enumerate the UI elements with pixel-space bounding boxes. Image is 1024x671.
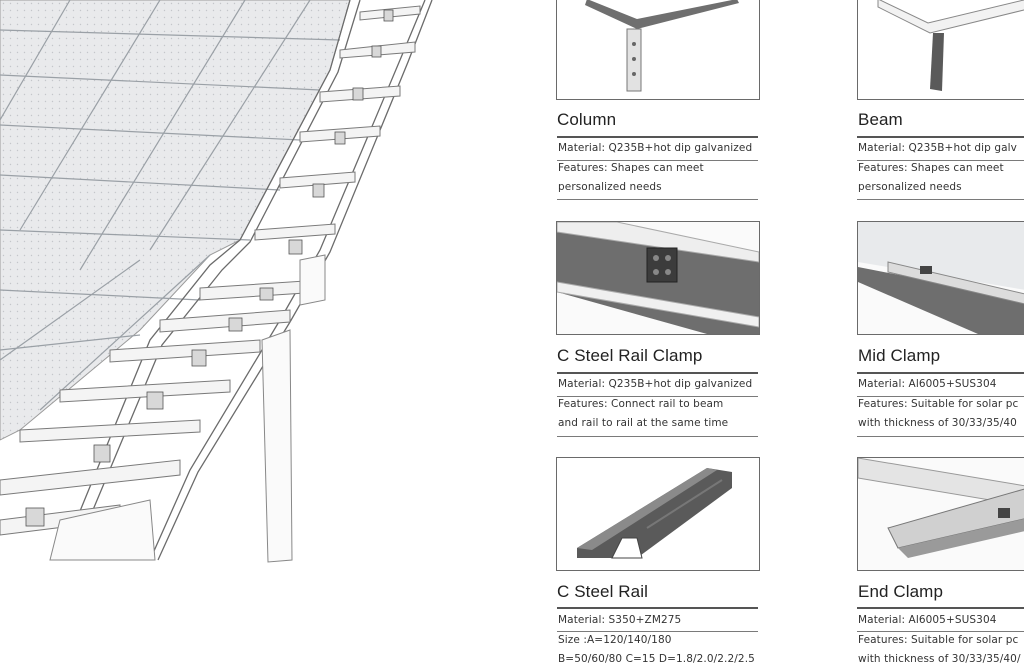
product-title: Column: [557, 110, 617, 129]
product-title: Beam: [858, 110, 903, 129]
column-image: [556, 0, 760, 100]
divider: [857, 436, 1024, 437]
spec-line: with thickness of 30/33/35/40: [858, 417, 1017, 429]
divider: [557, 396, 758, 397]
spec-line: personalized needs: [558, 181, 662, 193]
spec-line: Material: Q235B+hot dip galvanized: [558, 142, 753, 154]
divider: [557, 160, 758, 161]
beam-image: [857, 0, 1024, 100]
divider: [857, 372, 1024, 374]
c-steel-rail-image: [556, 457, 760, 571]
spec-line: Features: Shapes can meet: [858, 162, 1004, 174]
divider: [857, 631, 1024, 632]
spec-line: Material: Q235B+hot dip galvanized: [558, 378, 753, 390]
mid-clamp-image: [857, 221, 1024, 335]
beam-text-clip: Beam Material: Q235B+hot dip galv Featur…: [857, 100, 1024, 205]
spec-line: Features: Connect rail to beam: [558, 398, 724, 410]
divider: [557, 372, 758, 374]
spec-line: and rail to rail at the same time: [558, 417, 729, 429]
spec-line: Material: S350+ZM275: [558, 614, 682, 626]
divider: [857, 607, 1024, 609]
c-steel-rail-clamp-image: [556, 221, 760, 335]
divider: [857, 396, 1024, 397]
solar-carport-illustration: [0, 0, 433, 563]
spec-line: B=50/60/80 C=15 D=1.8/2.0/2.2/2.5: [558, 653, 755, 665]
divider: [557, 436, 758, 437]
divider: [557, 631, 758, 632]
product-title: C Steel Rail Clamp: [557, 346, 703, 365]
product-title: End Clamp: [858, 582, 943, 601]
spec-line: Material: Al6005+SUS304: [858, 614, 997, 626]
divider: [857, 136, 1024, 138]
divider: [557, 199, 758, 200]
end-clamp-text-clip: End Clamp Material: Al6005+SUS304 Featur…: [857, 572, 1024, 671]
product-title: C Steel Rail: [557, 582, 648, 601]
divider: [557, 607, 758, 609]
spec-line: with thickness of 30/33/35/40/: [858, 653, 1021, 665]
product-title: Mid Clamp: [858, 346, 941, 365]
divider: [857, 160, 1024, 161]
divider: [557, 136, 758, 138]
spec-line: Material: Al6005+SUS304: [858, 378, 997, 390]
spec-line: Material: Q235B+hot dip galv: [858, 142, 1017, 154]
spec-line: Features: Suitable for solar pc: [858, 398, 1019, 410]
spec-line: personalized needs: [858, 181, 962, 193]
spec-line: Size :A=120/140/180: [558, 634, 672, 646]
end-clamp-image: [857, 457, 1024, 571]
spec-line: Features: Shapes can meet: [558, 162, 704, 174]
spec-line: Features: Suitable for solar pc: [858, 634, 1019, 646]
divider: [857, 199, 1024, 200]
mid-clamp-text-clip: Mid Clamp Material: Al6005+SUS304 Featur…: [857, 336, 1024, 441]
